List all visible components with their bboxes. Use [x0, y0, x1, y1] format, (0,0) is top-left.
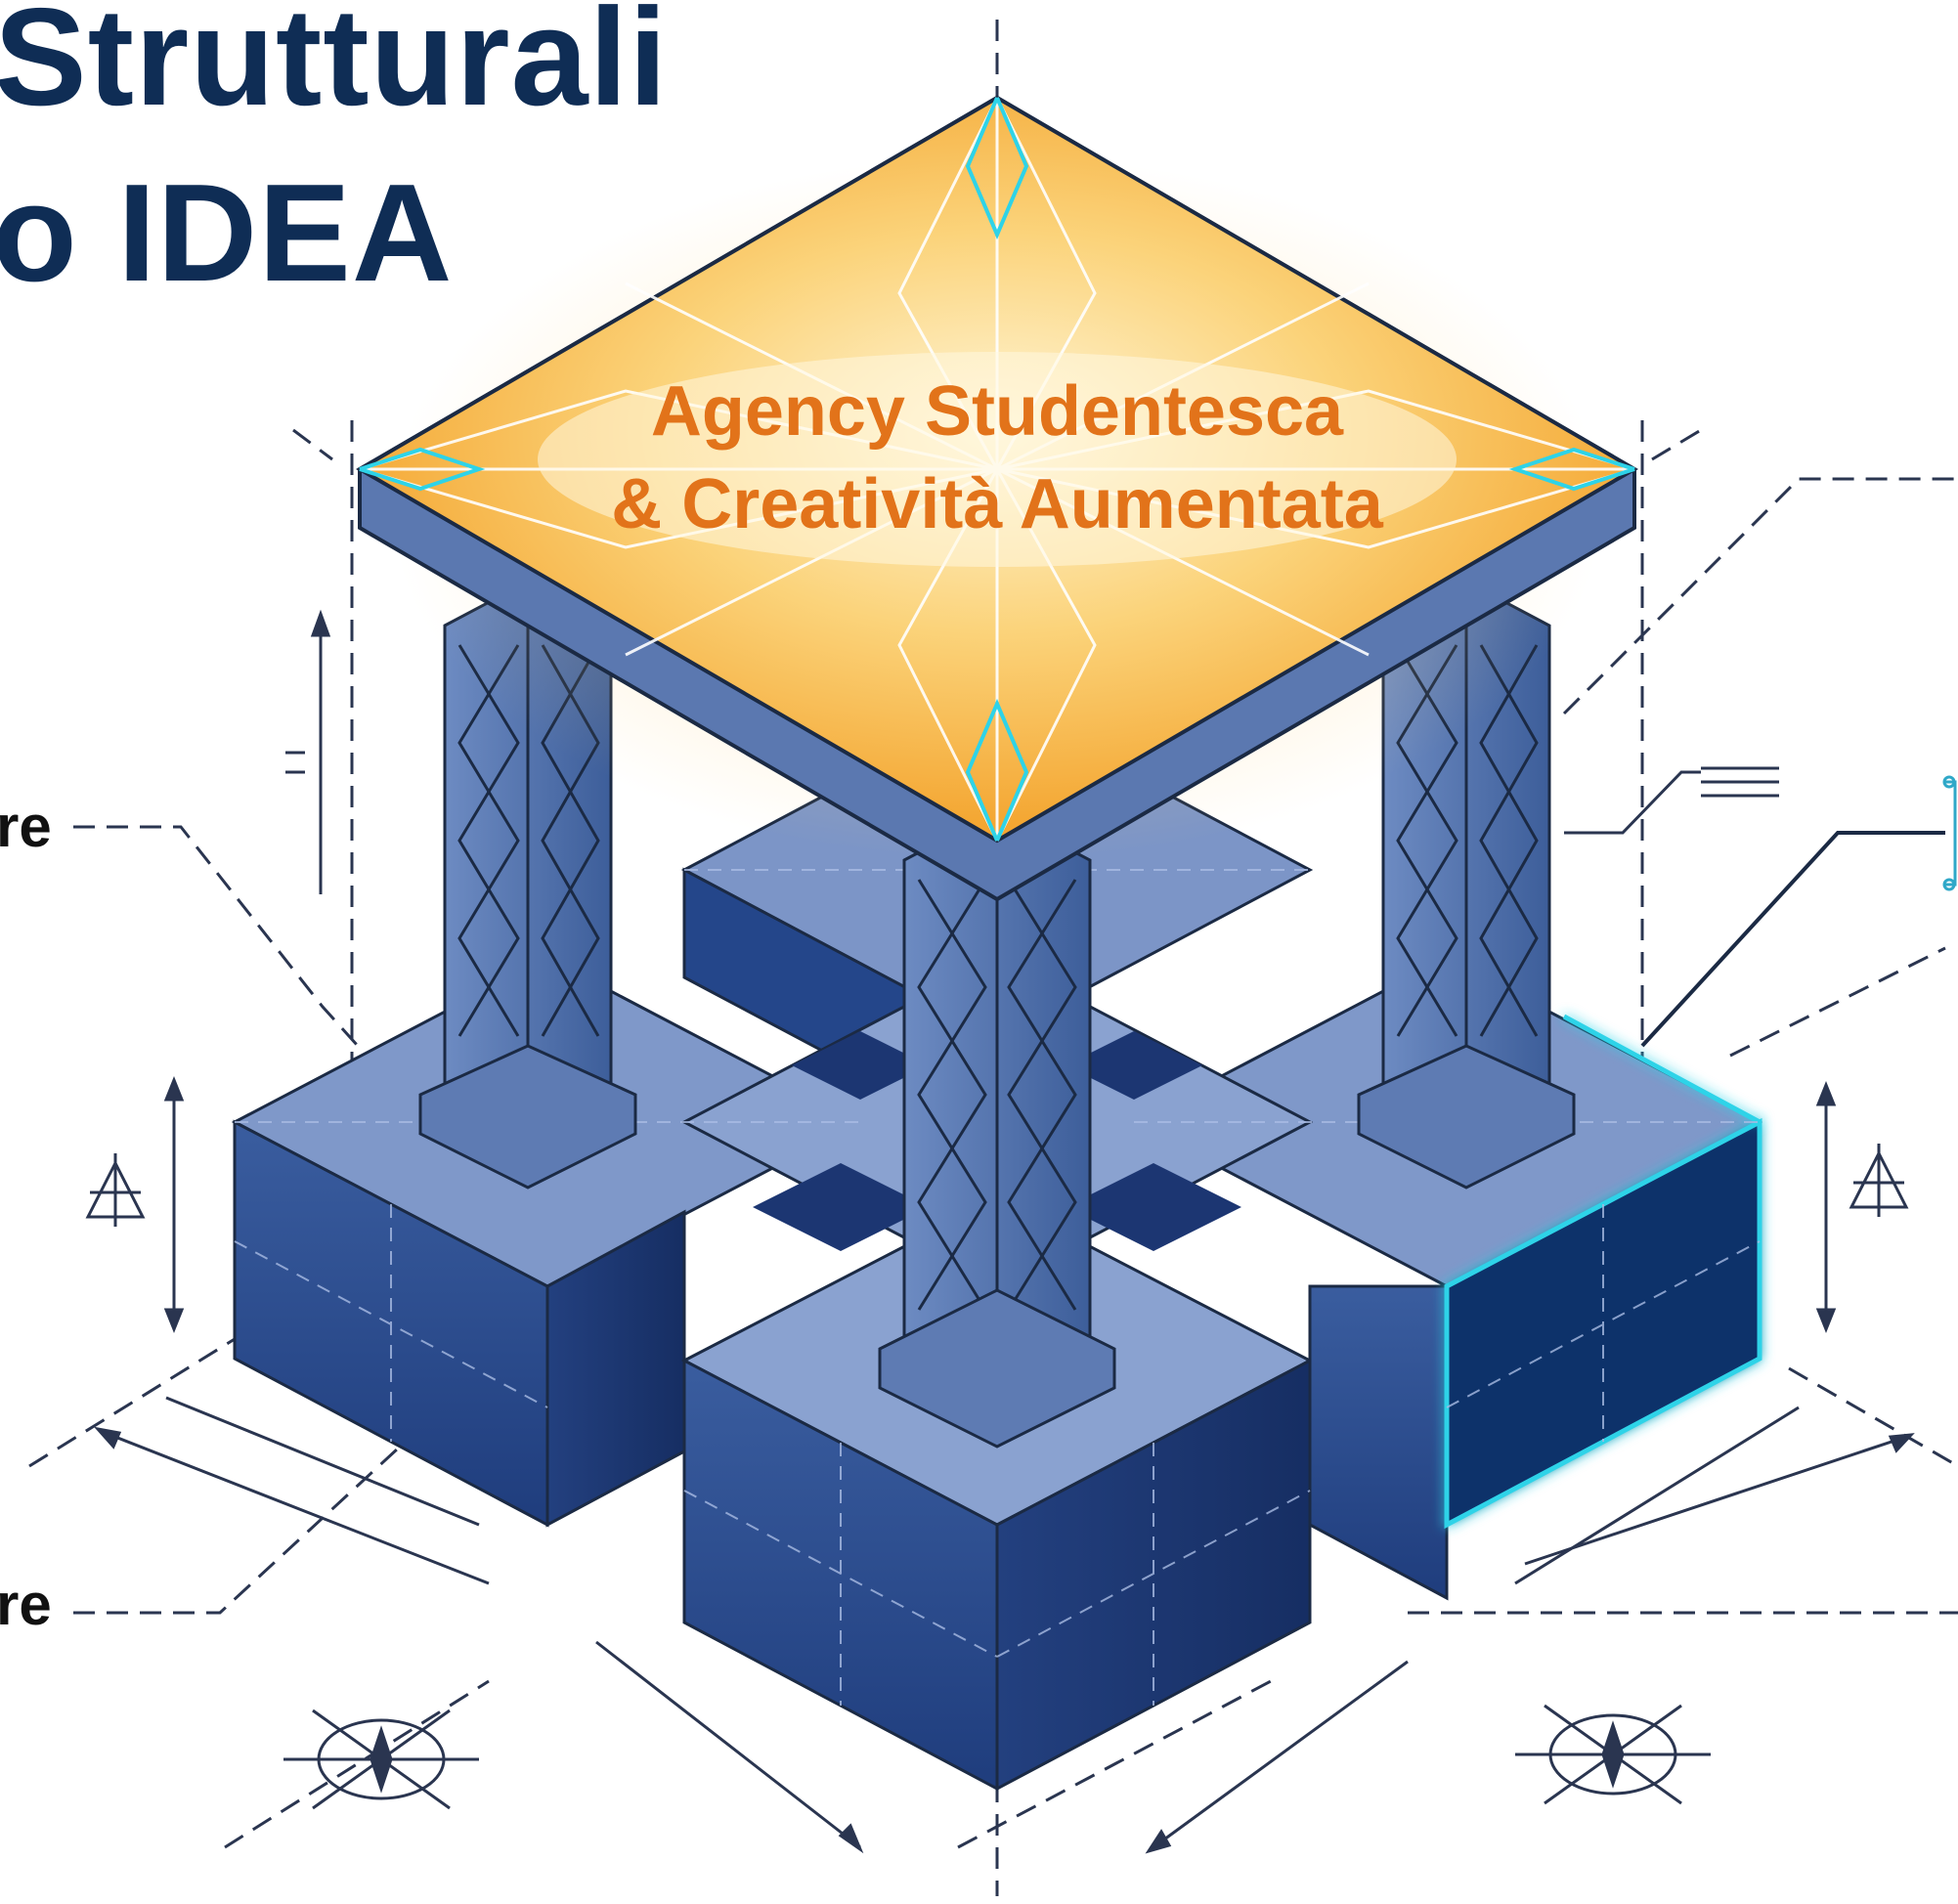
base-opening-left	[753, 1163, 929, 1251]
compass-icon-left	[283, 1709, 479, 1810]
roof: Agency Studentesca & Creatività Aumentat…	[356, 95, 1638, 902]
dimension-symbol-right	[1564, 766, 1779, 835]
compass-icon-right	[1515, 1704, 1711, 1805]
dimension-symbol-left	[285, 751, 305, 774]
anchor-icon-right	[1849, 1144, 1909, 1217]
base-right-front	[1308, 1284, 1449, 1601]
connector-bracket	[1942, 775, 1957, 891]
base-opening-top-left	[792, 1031, 929, 1100]
connector-line	[1640, 831, 1945, 1048]
base-opening-top-right	[1066, 1031, 1202, 1100]
base-opening-right	[1066, 1163, 1241, 1251]
base-right-edge-glow	[1562, 1014, 1762, 1125]
side-label-upper: re	[0, 794, 52, 859]
page-title-line-2: o IDEA	[0, 155, 454, 311]
roof-caption-line-2: & Creatività Aumentata	[611, 465, 1383, 543]
dimension-arrows	[93, 609, 1915, 1854]
side-label-lower: re	[0, 1572, 52, 1637]
anchor-icon-left	[85, 1153, 146, 1227]
pillar-front	[878, 809, 1116, 1449]
roof-caption-line-1: Agency Studentesca	[651, 372, 1344, 451]
page-title-line-1: Strutturali	[0, 0, 669, 135]
